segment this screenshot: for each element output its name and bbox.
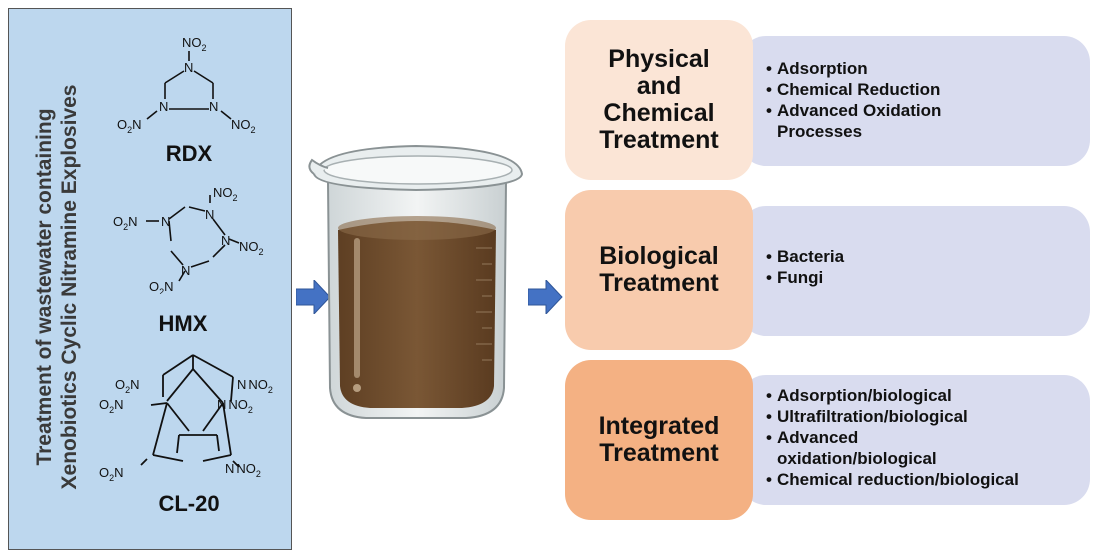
list-item: Adsorption <box>766 58 941 79</box>
biological-list: Bacteria Fungi <box>766 246 844 288</box>
hmx-structure-drawing: NO2 N N N N O2N NO2 O2N <box>113 185 264 294</box>
physical-chemical-heading: Physical and Chemical Treatment <box>565 20 753 180</box>
svg-text:N: N <box>221 233 230 248</box>
rdx-label: RDX <box>165 141 213 166</box>
svg-text:N: N <box>181 263 190 278</box>
beaker-icon <box>308 144 524 419</box>
hmx-label: HMX <box>158 311 208 336</box>
svg-text:N: N <box>205 207 214 222</box>
svg-text:O2N: O2N <box>99 465 124 482</box>
panel-title-line2: Xenobiotics Cyclic Nitramine Explosives <box>58 84 81 490</box>
list-item: Fungi <box>766 267 844 288</box>
svg-text:NO2: NO2 <box>213 185 238 203</box>
panel-title-line1: Treatment of wastewater containing <box>33 108 56 466</box>
rdx-structure: NO2 N N N O2N NO2 <box>109 29 269 139</box>
integrated-list: Adsorption/biological Ultrafiltration/bi… <box>766 385 1019 490</box>
cl20-label: CL-20 <box>158 491 220 516</box>
svg-text:N: N <box>184 60 193 75</box>
svg-text:O2N: O2N <box>115 377 140 395</box>
svg-text:N: N <box>209 99 218 114</box>
list-item: Ultrafiltration/biological <box>766 406 1019 427</box>
compounds-panel: Treatment of wastewater containing Xenob… <box>8 8 292 550</box>
list-item: Bacteria <box>766 246 844 267</box>
physical-chemical-list: Adsorption Chemical Reduction Advanced O… <box>766 58 941 142</box>
svg-text:O2N: O2N <box>99 397 124 415</box>
rdx-structure-drawing: NO2 N N N O2N NO2 <box>117 35 256 135</box>
biological-heading: Biological Treatment <box>565 190 753 350</box>
hmx-structure: NO2 N N N N O2N NO2 O2N <box>109 179 279 294</box>
integrated-details: Adsorption/biological Ultrafiltration/bi… <box>740 375 1090 505</box>
svg-text:NO2: NO2 <box>182 35 207 53</box>
right-arrow-icon <box>528 280 563 314</box>
panel-title: Treatment of wastewater containing Xenob… <box>32 85 82 490</box>
svg-text:NO2: NO2 <box>239 239 264 257</box>
list-item: Chemical Reduction <box>766 79 941 100</box>
right-arrow-icon <box>296 280 331 314</box>
svg-text:N: N <box>159 99 168 114</box>
svg-text:O2N: O2N <box>113 214 138 232</box>
list-item: Chemical reduction/biological <box>766 469 1019 490</box>
svg-text:NO2: NO2 <box>231 117 256 135</box>
list-item: Adsorption/biological <box>766 385 1019 406</box>
svg-text:O2N: O2N <box>149 279 174 294</box>
biological-details: Bacteria Fungi <box>740 206 1090 336</box>
integrated-heading: Integrated Treatment <box>565 360 753 520</box>
physical-chemical-details: Adsorption Chemical Reduction Advanced O… <box>740 36 1090 166</box>
svg-text:O2N: O2N <box>117 117 142 135</box>
svg-text:N: N <box>161 214 170 229</box>
